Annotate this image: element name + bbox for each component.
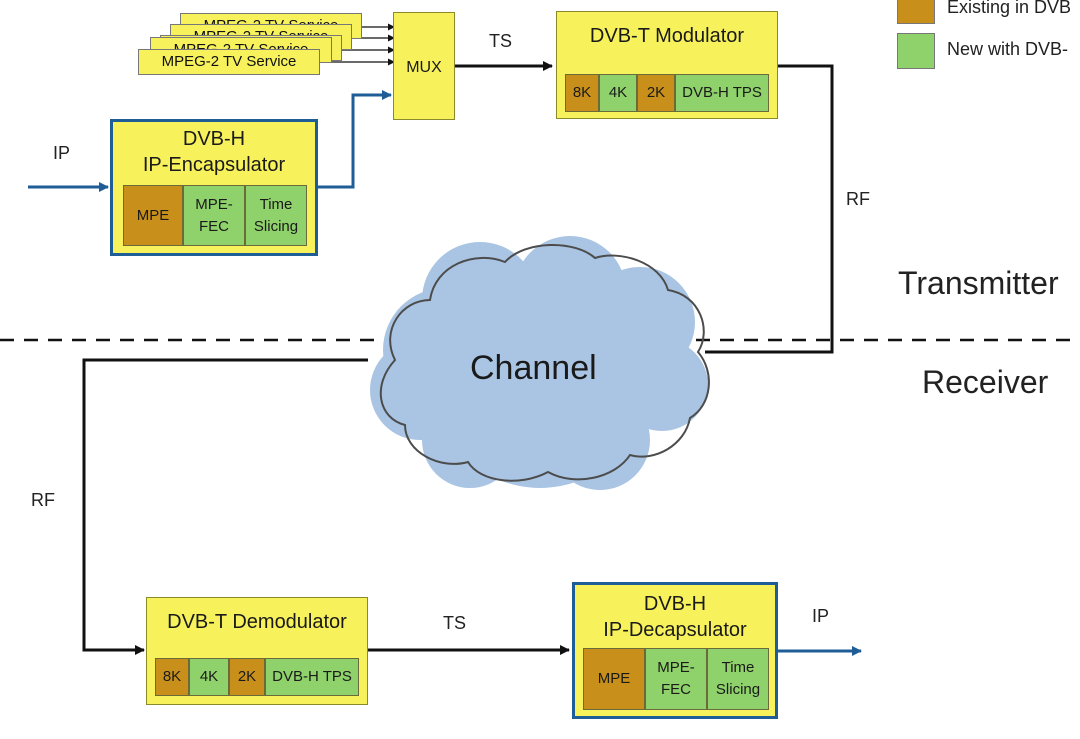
legend-new-label: New with DVB-: [947, 39, 1069, 59]
legend-existing-label: Existing in DVB: [947, 0, 1072, 17]
rf-left-label: RF: [31, 490, 55, 510]
legend-new-swatch: [897, 33, 935, 69]
demodulator-box: DVB-T Demodulator 8K 4K 2K DVB-H TPS: [146, 597, 368, 705]
ip-in-label: IP: [53, 143, 71, 163]
demodulator-cell-tps: DVB-H TPS: [265, 658, 359, 696]
channel-cloud: [370, 236, 710, 490]
legend-existing-swatch: [897, 0, 935, 24]
ip-out-label: IP: [812, 606, 830, 626]
decapsulator-cell-mpe: MPE: [583, 648, 645, 710]
demodulator-title: DVB-T Demodulator: [167, 611, 347, 633]
channel-label: Channel: [470, 349, 597, 387]
rf-line-receive: [82, 358, 368, 655]
encap-to-mux-arrow: [318, 90, 392, 189]
decapsulator-title-2: IP-Decapsulator: [603, 619, 747, 641]
decapsulator-cell-time-slicing: Time Slicing: [707, 648, 769, 710]
encapsulator-title-1: DVB-H: [182, 128, 246, 150]
mux-label: MUX: [406, 59, 442, 76]
demodulator-cell-2k: 2K: [229, 658, 265, 696]
encapsulator-cell-time-slicing: Time Slicing: [245, 185, 307, 246]
rf-line-transmit: [705, 64, 834, 354]
modulator-title: DVB-T Modulator: [589, 25, 745, 47]
ts-bottom-label: TS: [443, 613, 467, 633]
demodulator-cell-4k: 4K: [189, 658, 229, 696]
encapsulator-box: DVB-H IP-Encapsulator MPE MPE- FEC Time …: [110, 119, 318, 256]
rf-right-label: RF: [846, 189, 870, 209]
decapsulator-title-1: DVB-H: [643, 593, 707, 615]
transmitter-label: Transmitter: [898, 265, 1059, 301]
encapsulator-title-2: IP-Encapsulator: [142, 154, 286, 176]
ts-top-label: TS: [489, 31, 513, 51]
encapsulator-cell-mpe: MPE: [123, 185, 183, 246]
mux-box: MUX: [393, 12, 455, 120]
decapsulator-box: DVB-H IP-Decapsulator MPE MPE- FEC Time …: [572, 582, 778, 719]
modulator-cell-2k: 2K: [637, 74, 675, 112]
demodulator-cell-8k: 8K: [155, 658, 189, 696]
modulator-cell-4k: 4K: [599, 74, 637, 112]
receiver-label: Receiver: [922, 364, 1049, 400]
service-box-front: MPEG-2 TV Service: [138, 49, 320, 75]
decapsulator-cell-mpe-fec: MPE- FEC: [645, 648, 707, 710]
modulator-cell-8k: 8K: [565, 74, 599, 112]
modulator-box: DVB-T Modulator 8K 4K 2K DVB-H TPS: [556, 11, 778, 119]
modulator-cell-tps: DVB-H TPS: [675, 74, 769, 112]
encapsulator-cell-mpe-fec: MPE- FEC: [183, 185, 245, 246]
